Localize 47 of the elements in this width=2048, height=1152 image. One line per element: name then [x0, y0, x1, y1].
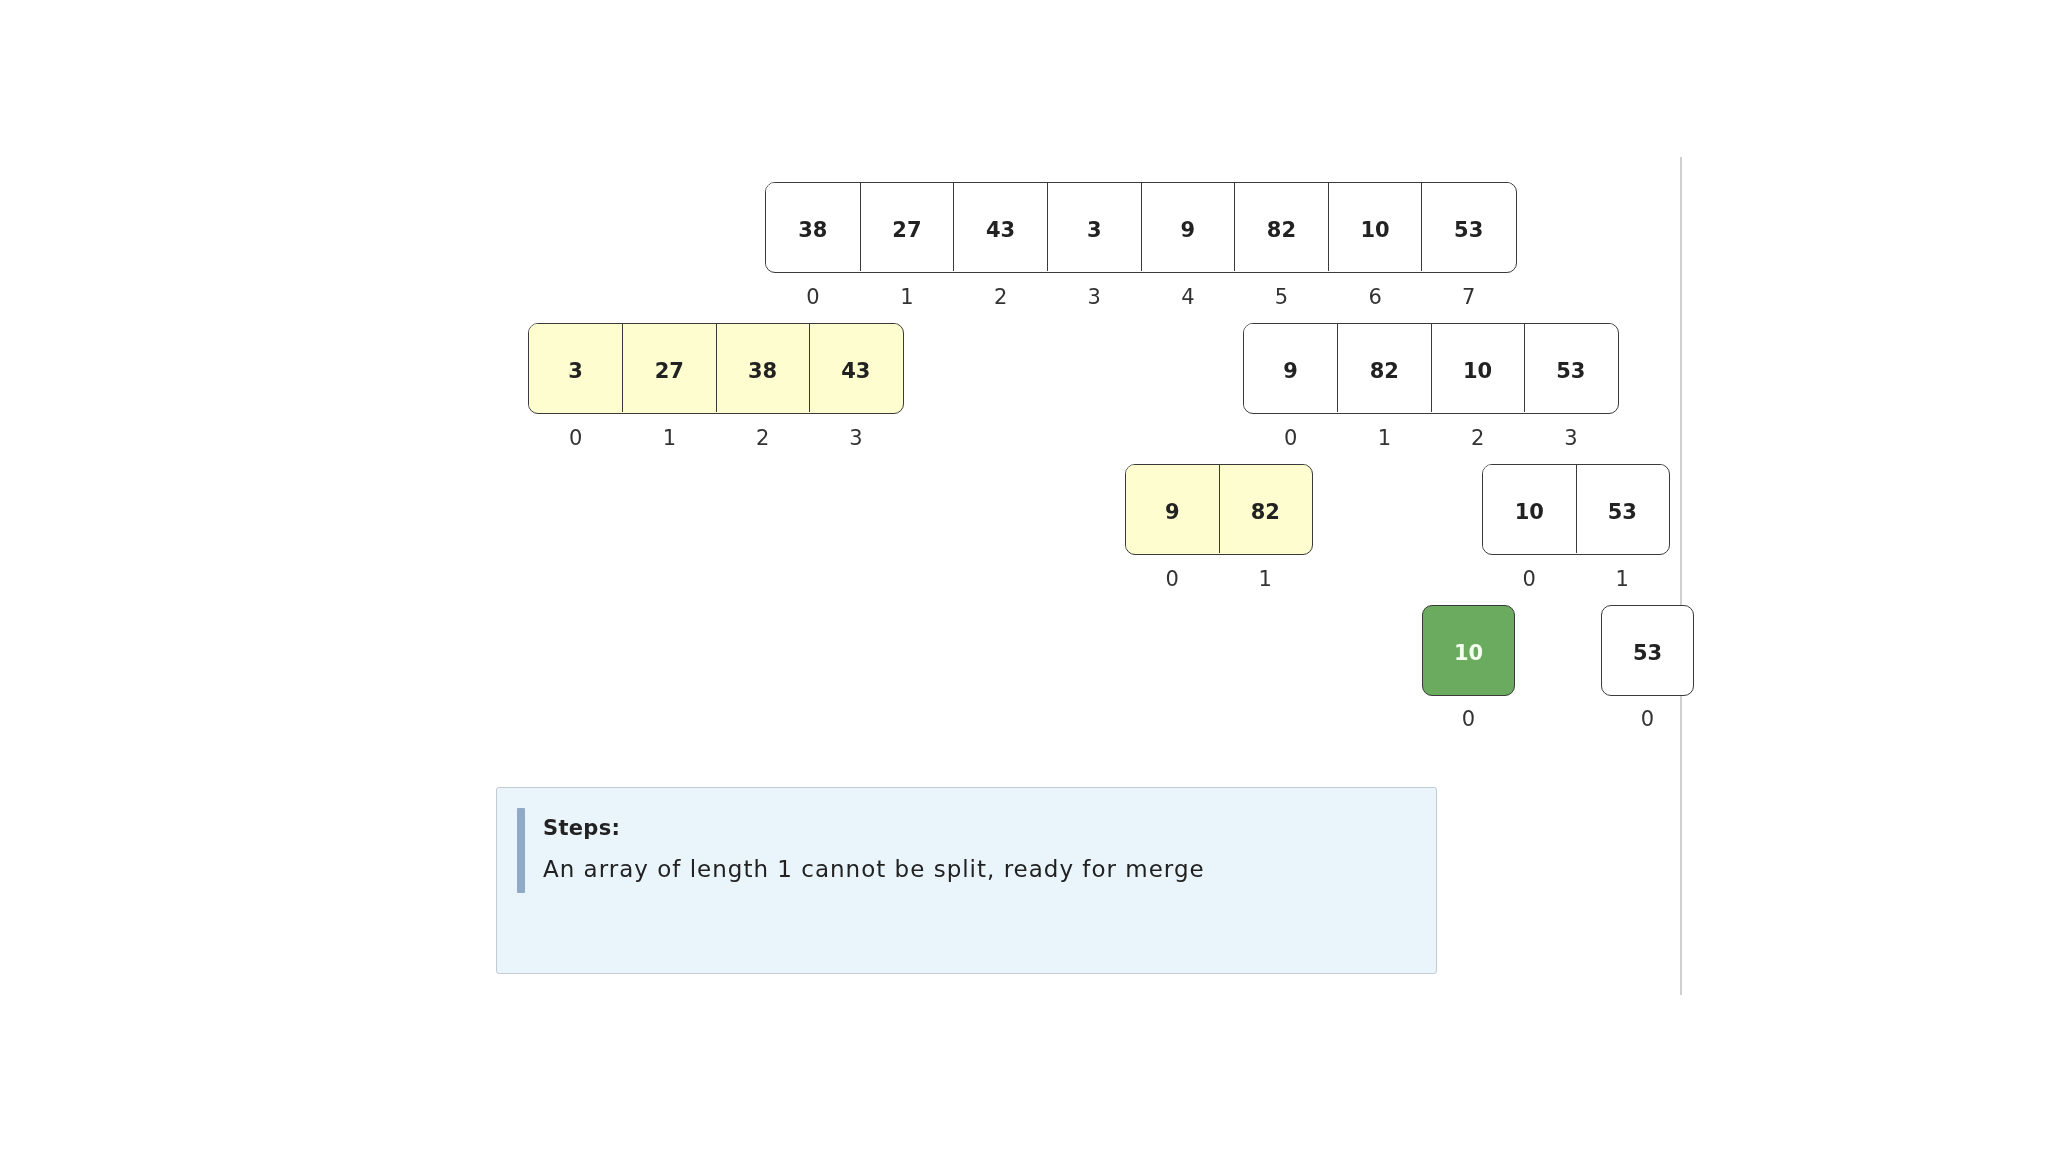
element-value: 9 — [1164, 498, 1180, 525]
element-value: 82 — [1250, 498, 1280, 525]
index-label: 7 — [1462, 283, 1476, 310]
element-value: 43 — [985, 216, 1016, 243]
index-label: 1 — [1258, 565, 1272, 592]
index-label: 1 — [900, 283, 914, 310]
element-value: 53 — [1632, 640, 1663, 666]
element-value: 9 — [1180, 216, 1196, 243]
index-label: 3 — [849, 424, 863, 451]
element-value: 3 — [1086, 216, 1102, 243]
index-label: 3 — [1087, 283, 1101, 310]
index-label: 3 — [1564, 424, 1578, 451]
index-label: 1 — [1615, 565, 1629, 592]
index-label: 0 — [806, 283, 820, 310]
element-value: 38 — [798, 216, 828, 243]
element-value: 82 — [1369, 357, 1399, 384]
index-label: 2 — [993, 283, 1008, 310]
element-value: 53 — [1556, 357, 1586, 384]
element-value: 3 — [568, 357, 583, 384]
note-heading: Steps: — [543, 815, 621, 841]
element-value: 27 — [892, 216, 922, 243]
element-value: 10 — [1360, 216, 1390, 243]
element-value: 10 — [1463, 357, 1493, 384]
index-label: 0 — [1165, 565, 1179, 592]
index-label: 4 — [1181, 283, 1195, 310]
element-value: 38 — [748, 357, 778, 384]
element-value: 27 — [654, 357, 684, 384]
index-label: 0 — [1522, 565, 1536, 592]
index-label: 2 — [1470, 424, 1485, 451]
element-value: 9 — [1283, 357, 1298, 384]
element-value: 43 — [841, 357, 871, 384]
index-label: 0 — [568, 424, 583, 451]
index-label: 1 — [1377, 424, 1392, 451]
element-value: 53 — [1607, 498, 1637, 525]
index-label: 0 — [1461, 706, 1476, 732]
element-value: 10 — [1453, 640, 1484, 666]
index-label: 5 — [1274, 283, 1289, 310]
note-text: An array of length 1 cannot be split, ready for merge — [543, 855, 1205, 883]
note-panel — [496, 787, 1437, 974]
index-label: 0 — [1283, 424, 1298, 451]
index-label: 2 — [755, 424, 770, 451]
element-value: 10 — [1514, 498, 1544, 525]
element-value: 82 — [1266, 216, 1297, 243]
index-label: 0 — [1640, 706, 1655, 732]
element-value: 53 — [1454, 216, 1484, 243]
index-label: 6 — [1368, 283, 1382, 310]
index-label: 1 — [662, 424, 677, 451]
